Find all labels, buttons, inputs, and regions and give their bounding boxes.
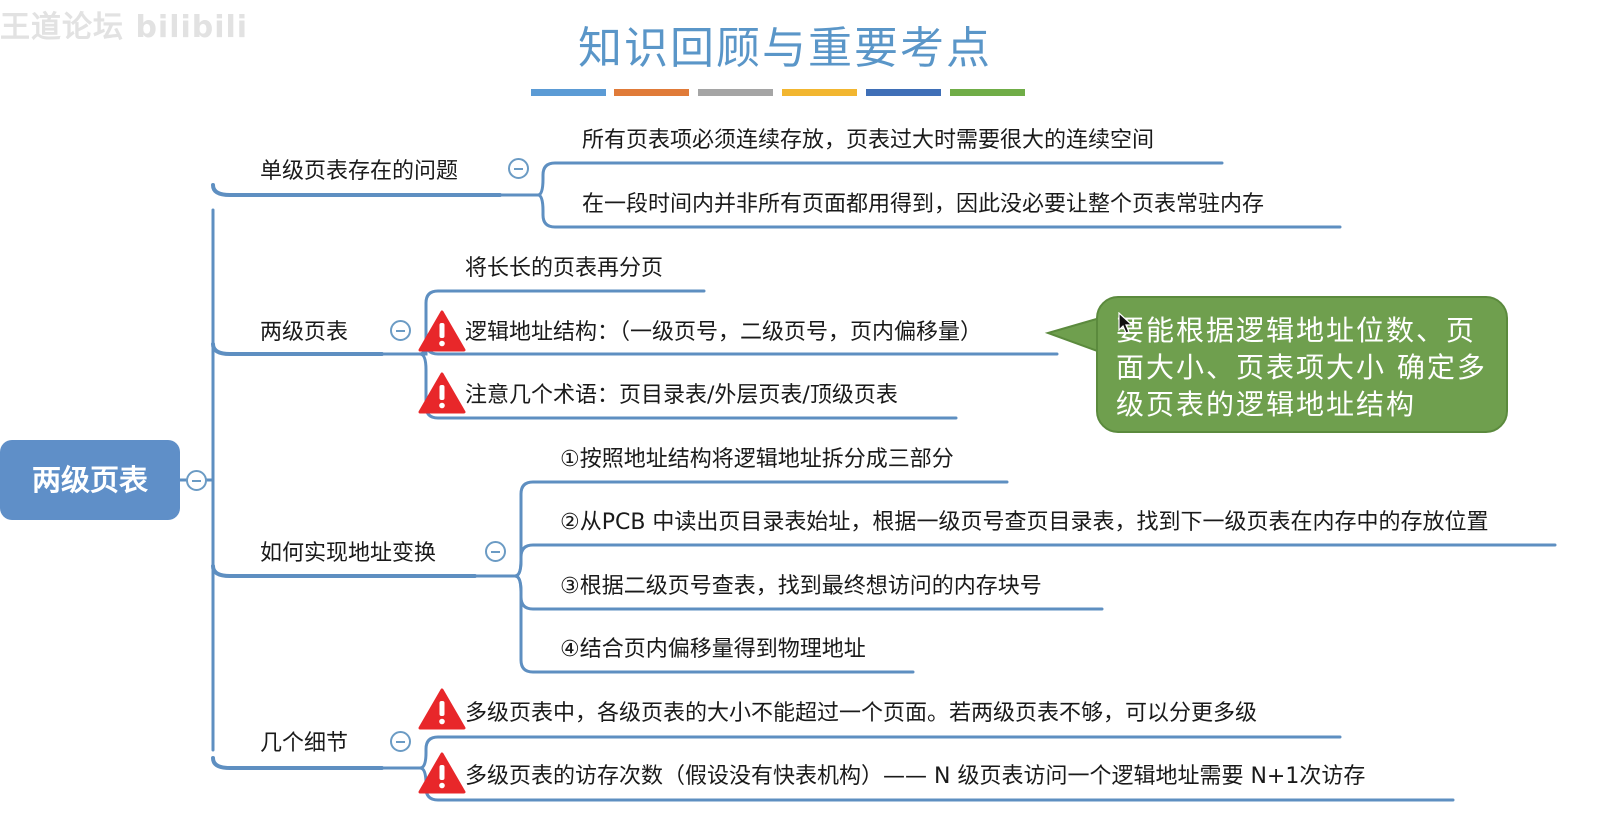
connector-line xyxy=(211,183,502,197)
leaf-node[interactable]: ②从PCB 中读出页目录表始址，根据一级页号查页目录表，找到下一级页表在内存中的… xyxy=(560,510,1489,535)
branch-label[interactable]: 如何实现地址变换 xyxy=(260,541,437,566)
warning-icon xyxy=(418,688,466,730)
leaf-node[interactable]: ③根据二级页号查表，找到最终想访问的内存块号 xyxy=(560,574,1042,599)
warning-icon xyxy=(418,310,466,352)
connector-line xyxy=(505,543,1557,578)
root-collapse-button[interactable] xyxy=(186,470,207,491)
connector-line xyxy=(211,756,384,770)
mouse-cursor-icon xyxy=(1118,312,1134,334)
leaf-node[interactable]: 所有页表项必须连续存放，页表过大时需要很大的连续空间 xyxy=(582,128,1155,153)
leaf-node[interactable]: ①按照地址结构将逻辑地址拆分成三部分 xyxy=(560,447,954,472)
branch-collapse-button[interactable] xyxy=(390,731,411,752)
connector-line xyxy=(528,161,1224,197)
connector-line xyxy=(211,342,384,356)
title-color-bar xyxy=(698,89,773,96)
watermark: 王道论坛 bilibili xyxy=(0,10,249,45)
warning-icon xyxy=(418,372,466,414)
branch-label[interactable]: 单级页表存在的问题 xyxy=(260,159,459,184)
title-color-bar xyxy=(531,89,606,96)
leaf-node[interactable]: 逻辑地址结构：（一级页号，二级页号，页内偏移量） xyxy=(465,320,983,345)
connector-line xyxy=(528,193,1342,229)
connector-line xyxy=(211,564,477,578)
connector-line xyxy=(505,574,915,674)
leaf-node[interactable]: 多级页表中，各级页表的大小不能超过一个页面。若两级页表不够，可以分更多级 xyxy=(465,701,1258,726)
branch-collapse-button[interactable] xyxy=(390,320,411,341)
warning-icon xyxy=(418,752,466,794)
branch-label[interactable]: 两级页表 xyxy=(260,320,349,345)
branch-collapse-button[interactable] xyxy=(508,158,529,179)
leaf-node[interactable]: 在一段时间内并非所有页面都用得到，因此没必要让整个页表常驻内存 xyxy=(582,192,1265,217)
title-color-bar xyxy=(866,89,941,96)
title-color-bar xyxy=(950,89,1025,96)
leaf-node[interactable]: ④结合页内偏移量得到物理地址 xyxy=(560,637,866,662)
branch-label[interactable]: 几个细节 xyxy=(260,731,349,756)
page-title: 知识回顾与重要考点 xyxy=(578,23,992,74)
leaf-node[interactable]: 注意几个术语：页目录表/外层页表/顶级页表 xyxy=(465,383,898,408)
callout-note: 要能根据逻辑地址位数、页面大小、页表项大小 确定多级页表的逻辑地址结构 xyxy=(1096,296,1508,433)
branch-collapse-button[interactable] xyxy=(485,541,506,562)
leaf-node[interactable]: 将长长的页表再分页 xyxy=(465,256,664,281)
root-node[interactable]: 两级页表 xyxy=(0,440,180,520)
connector-line xyxy=(410,352,958,420)
leaf-node[interactable]: 多级页表的访存次数（假设没有快表机构）—— N 级页表访问一个逻辑地址需要 N+… xyxy=(465,764,1366,789)
title-color-bar xyxy=(782,89,857,96)
title-color-bar xyxy=(614,89,689,96)
